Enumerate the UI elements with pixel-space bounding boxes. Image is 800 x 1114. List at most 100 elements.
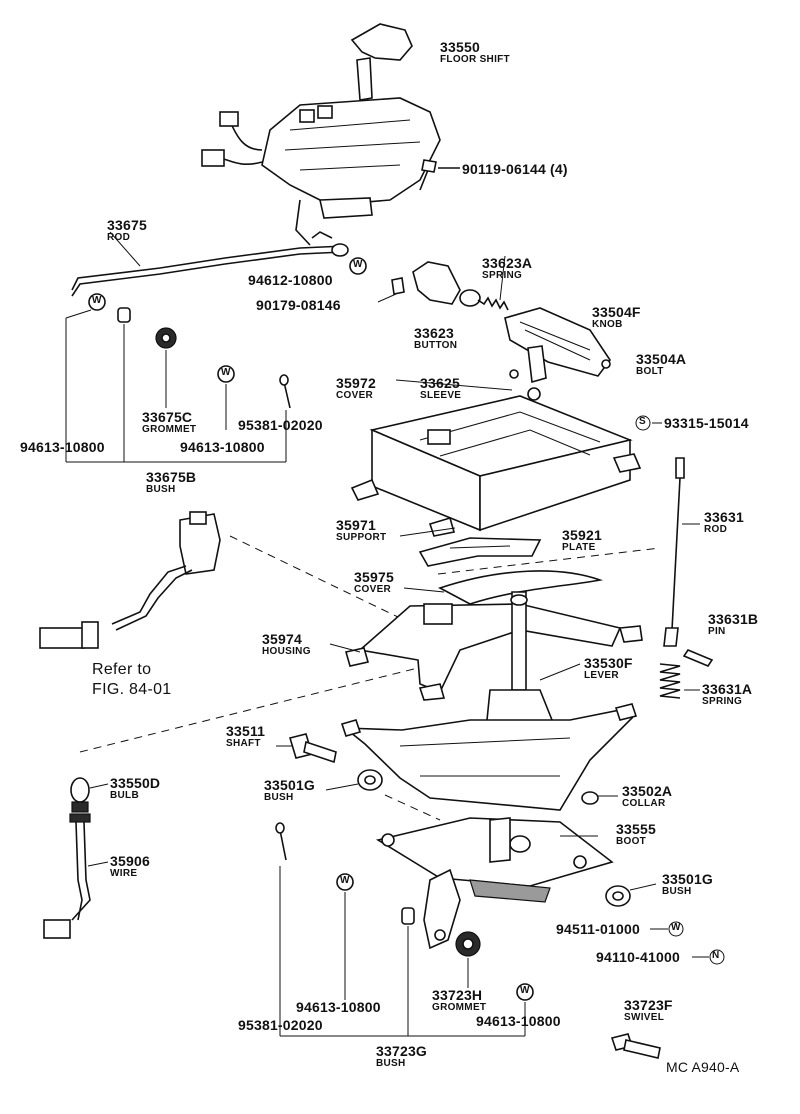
- bush-right: [605, 883, 657, 907]
- part-number: 33675: [107, 217, 147, 233]
- label-35972: 35972 COVER: [336, 376, 376, 401]
- part-number: 35972: [336, 375, 376, 391]
- bush-mid: [325, 769, 383, 791]
- reference-line-2: FIG. 84-01: [92, 681, 172, 698]
- part-caption: LEVER: [584, 670, 619, 681]
- part-number: 94613-10800: [180, 439, 265, 455]
- knob-assembly: [412, 255, 611, 384]
- shaft-33511: [276, 733, 337, 764]
- label-33504F: 33504F KNOB: [592, 305, 641, 330]
- label-33723G: 33723G BUSH: [376, 1044, 427, 1069]
- part-caption: COVER: [336, 390, 374, 401]
- label-33623A: 33623A SPRING: [482, 256, 532, 281]
- part-caption: SPRING: [482, 270, 523, 281]
- label-33631: 33631 ROD: [704, 510, 744, 535]
- part-number: 33723F: [624, 997, 673, 1013]
- part-caption: SWIVEL: [624, 1012, 665, 1023]
- label-35975: 35975 COVER: [354, 570, 394, 595]
- part-caption: BUSH: [376, 1058, 406, 1069]
- part-number: 33530F: [584, 655, 633, 671]
- label-33675C: 33675C GROMMET: [142, 410, 196, 435]
- label-33550: 33550 FLOOR SHIFT: [440, 40, 510, 65]
- part-number: 94613-10800: [476, 1013, 561, 1029]
- label-33550D: 33550D BULB: [110, 776, 160, 801]
- part-number: 33625: [420, 375, 460, 391]
- part-number: 35975: [354, 569, 394, 585]
- mid-cover: [403, 570, 604, 605]
- part-caption: SPRING: [702, 696, 743, 707]
- label-35921: 35921 PLATE: [562, 528, 602, 553]
- label-33623: 33623 BUTTON: [414, 326, 457, 351]
- part-caption: SHAFT: [226, 738, 261, 749]
- lower-small-parts: [275, 822, 534, 1037]
- part-number: 33723G: [376, 1043, 428, 1059]
- part-number: 35971: [336, 517, 376, 533]
- part-caption: SLEEVE: [420, 390, 462, 401]
- nut-marker: N: [712, 950, 720, 961]
- collar-33502A: [581, 791, 618, 805]
- label-94612: 94612-10800: [248, 273, 333, 287]
- bolt-90119: [419, 159, 460, 191]
- label-35974: 35974 HOUSING: [262, 632, 311, 657]
- part-number: 33555: [616, 821, 656, 837]
- part-caption: SUPPORT: [336, 532, 387, 543]
- label-94511: 94511-01000: [556, 922, 640, 936]
- part-caption: ROD: [107, 232, 131, 243]
- part-caption: BUSH: [146, 484, 176, 495]
- label-33723F: 33723F SWIVEL: [624, 998, 673, 1023]
- label-33530F: 33530F LEVER: [584, 656, 633, 681]
- washer-marker: W: [520, 985, 530, 996]
- part-caption: KNOB: [592, 319, 623, 330]
- part-number: 33511: [226, 723, 266, 739]
- part-caption: BUSH: [264, 792, 294, 803]
- marker-circles: [635, 415, 725, 965]
- label-94613-left: 94613-10800: [20, 440, 105, 454]
- washer-marker: W: [92, 295, 102, 306]
- support-leader: [399, 527, 456, 537]
- upper-cover: [350, 379, 642, 537]
- pin-33631B: [682, 649, 714, 667]
- part-number: 33501G: [662, 871, 714, 887]
- part-number: 94110-41000: [596, 949, 680, 965]
- part-number: 35921: [562, 527, 602, 543]
- part-caption: PLATE: [562, 542, 596, 553]
- part-number: 35974: [262, 631, 302, 647]
- label-93315: 93315-15014: [664, 416, 749, 430]
- part-caption: COVER: [354, 584, 392, 595]
- part-caption: PIN: [708, 626, 726, 637]
- part-number: 94511-01000: [556, 921, 640, 937]
- label-33631A: 33631A SPRING: [702, 682, 752, 707]
- label-95381-upper: 95381-02020: [238, 418, 323, 432]
- label-33555: 33555 BOOT: [616, 822, 656, 847]
- label-33723H: 33723H GROMMET: [432, 988, 486, 1013]
- label-33502A: 33502A COLLAR: [622, 784, 672, 809]
- part-number: 95381-02020: [238, 1017, 323, 1033]
- label-35906: 35906 WIRE: [110, 854, 150, 879]
- connector-left: [39, 511, 221, 649]
- part-number: 95381-02020: [238, 417, 323, 433]
- part-number: 33723H: [432, 987, 483, 1003]
- part-number: 33675C: [142, 409, 193, 425]
- reference-line-1: Refer to: [92, 661, 152, 678]
- part-caption: BUSH: [662, 886, 692, 897]
- washer-marker: W: [221, 367, 231, 378]
- part-number: 33504A: [636, 351, 687, 367]
- upper-left-small-parts: [65, 293, 291, 463]
- part-number: 33623: [414, 325, 454, 341]
- label-94110: 94110-41000: [596, 950, 680, 964]
- label-94613-lower: 94613-10800: [296, 1000, 381, 1014]
- part-number: 94613-10800: [296, 999, 381, 1015]
- part-number: 33550D: [110, 775, 161, 791]
- housing-35974: [329, 603, 643, 701]
- label-90179: 90179-08146: [256, 298, 341, 312]
- part-caption: ROD: [704, 524, 728, 535]
- part-number: 33675B: [146, 469, 197, 485]
- label-33675B: 33675B BUSH: [146, 470, 196, 495]
- dashed-line-3: [79, 659, 451, 753]
- label-33625: 33625 SLEEVE: [420, 376, 461, 401]
- label-33511: 33511 SHAFT: [226, 724, 265, 749]
- part-number: 90179-08146: [256, 297, 341, 313]
- part-caption: GROMMET: [432, 1002, 487, 1013]
- part-number: 94612-10800: [248, 272, 333, 288]
- washer-marker: W: [671, 922, 681, 933]
